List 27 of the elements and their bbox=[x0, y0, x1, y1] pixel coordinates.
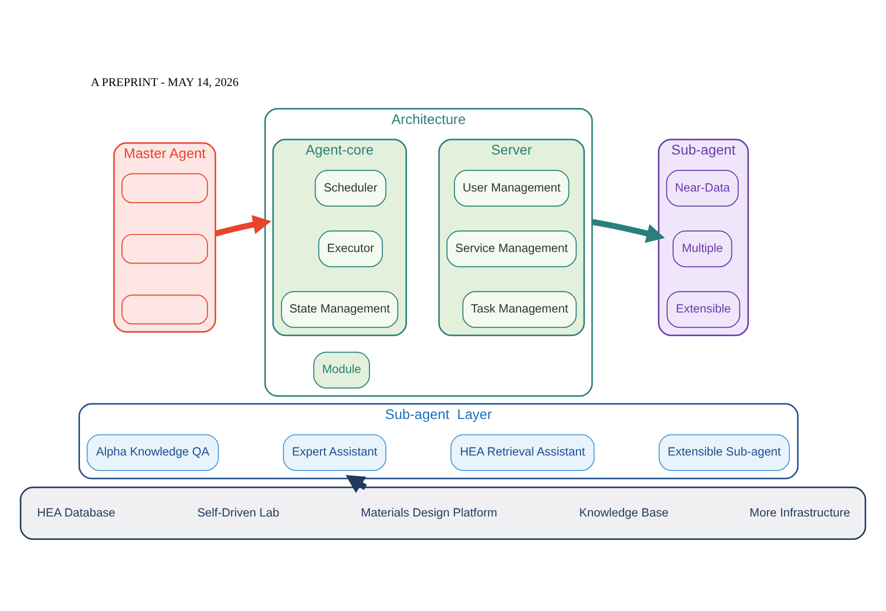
node-box: User Management bbox=[454, 169, 570, 206]
node-text: More Infrastructure bbox=[750, 504, 850, 519]
cluster bbox=[20, 486, 866, 540]
node-box bbox=[121, 172, 208, 203]
node-text: Materials Design Platform bbox=[360, 504, 498, 519]
node-text: Self-Driven Lab bbox=[197, 504, 280, 519]
node-box: Expert Assistant bbox=[282, 434, 386, 470]
node-box: Alpha Knowledge QA bbox=[86, 434, 219, 470]
node-box: Extensible bbox=[666, 290, 740, 328]
node-box: Task Management bbox=[462, 290, 577, 328]
node-text: Knowledge Base bbox=[579, 504, 669, 519]
node-box: State Management bbox=[281, 290, 398, 328]
node-box: Scheduler bbox=[314, 169, 386, 206]
node-box: Service Management bbox=[446, 230, 577, 267]
node-box: Multiple bbox=[672, 230, 732, 267]
arrow bbox=[592, 218, 665, 242]
node-box bbox=[121, 233, 208, 264]
node-box: HEA Retrieval Assistant bbox=[450, 434, 595, 470]
label: A PREPRINT - MAY 14, 2026 bbox=[90, 74, 239, 88]
node-box bbox=[121, 294, 208, 324]
node-box: Executor bbox=[318, 230, 383, 267]
node-box: Near-Data bbox=[666, 169, 739, 206]
node-text: HEA Database bbox=[37, 504, 116, 519]
cluster: Master Agent bbox=[113, 142, 216, 332]
node-box: Extensible Sub-agent bbox=[658, 434, 790, 470]
arrow bbox=[214, 214, 272, 236]
node-box: Module bbox=[313, 351, 370, 388]
